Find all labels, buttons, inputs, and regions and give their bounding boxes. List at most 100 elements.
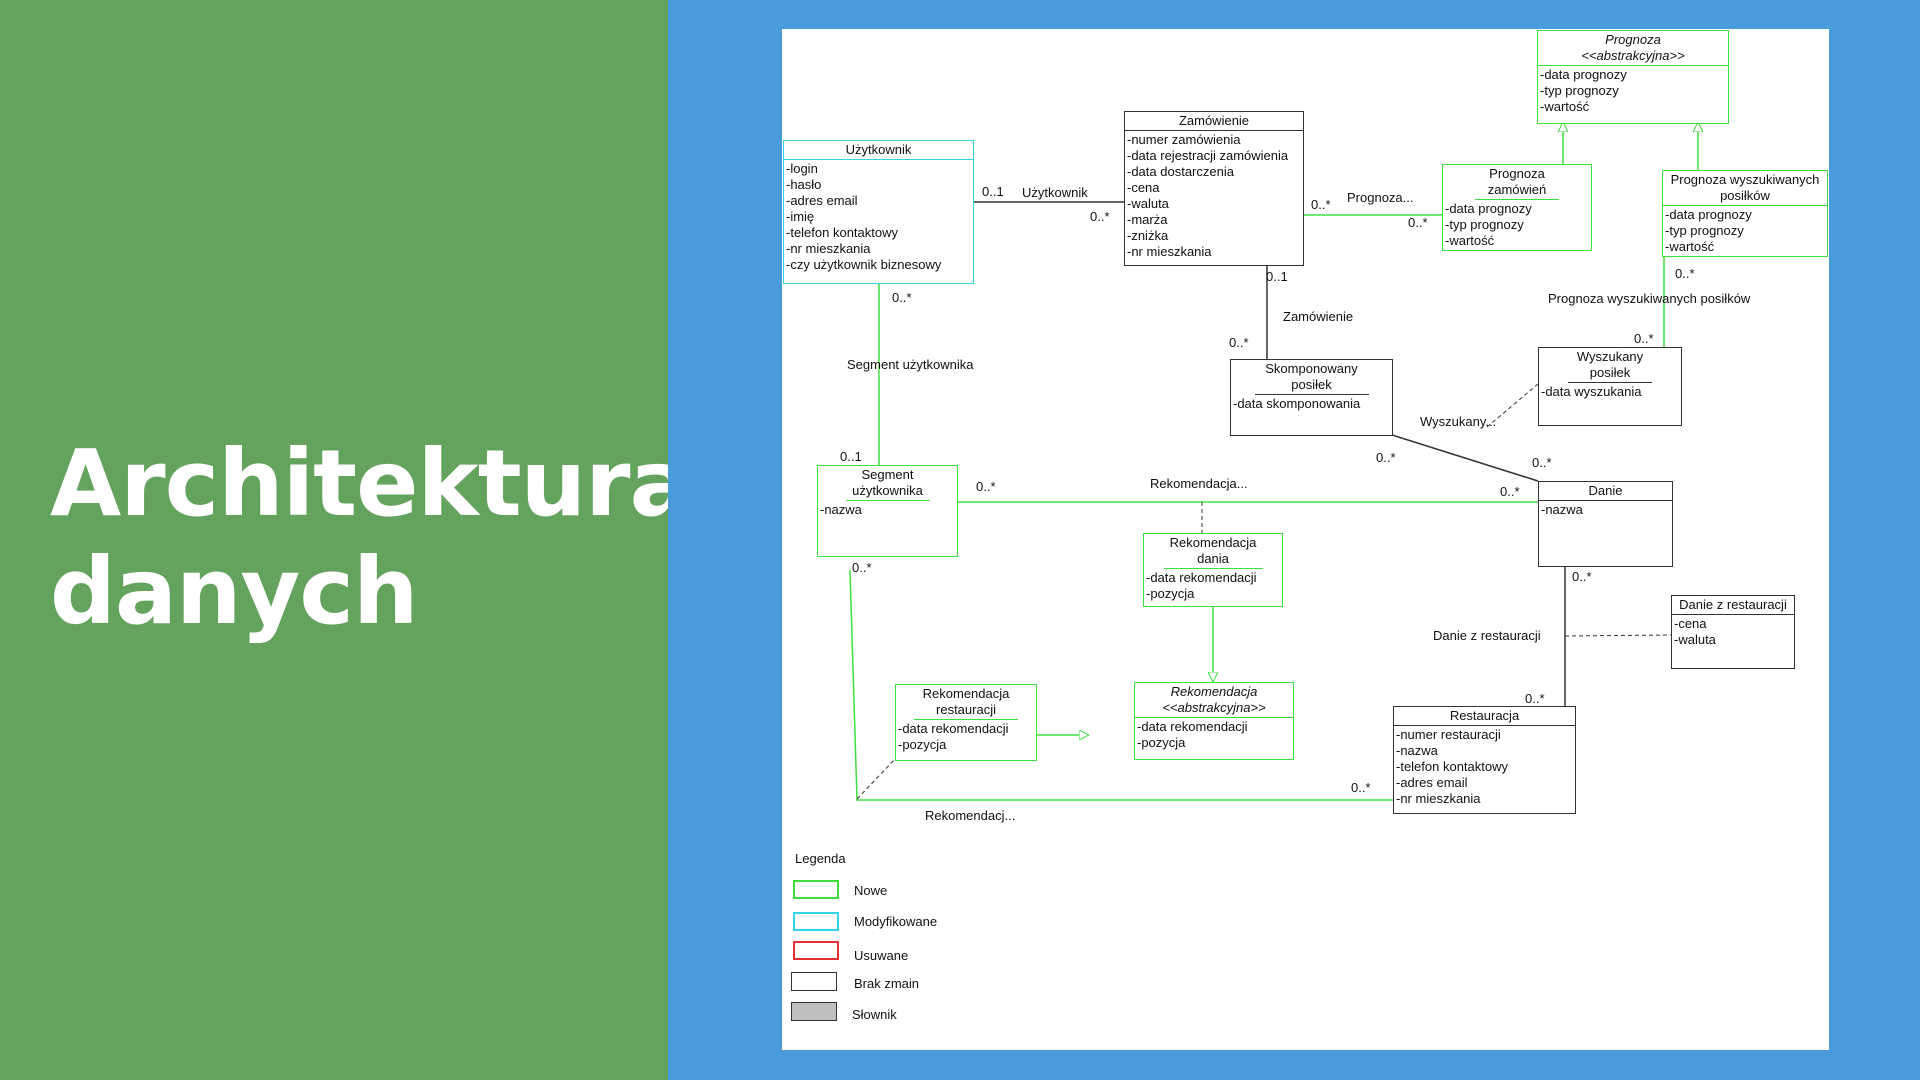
class-attribute: -hasło xyxy=(786,177,822,192)
legend-label-modified: Modyfikowane xyxy=(854,914,938,929)
class-rekomendacja-restauracji[interactable]: Rekomendacja restauracji -data rekomenda… xyxy=(895,684,1037,761)
class-attribute: -cena xyxy=(1127,180,1160,195)
class-stereotype: <<abstrakcyjna>> xyxy=(1581,48,1685,63)
assoc-label-zamowienie: Zamówienie xyxy=(1283,309,1354,324)
assoc-class-rek-rest xyxy=(856,758,896,800)
class-attributes: -nazwa xyxy=(1539,501,1672,519)
multiplicity: 0..1 xyxy=(840,449,862,464)
class-segment-uzytkownika[interactable]: Segment użytkownika -nazwa xyxy=(817,465,958,557)
class-attribute: -pozycja xyxy=(1137,735,1186,750)
class-wyszukany-posilek[interactable]: Wyszukany posiłek -data wyszukania xyxy=(1538,347,1682,426)
class-zamowienie[interactable]: Zamówienie -numer zamówienia-data rejest… xyxy=(1124,111,1304,266)
class-attribute: -typ prognozy xyxy=(1445,217,1524,232)
multiplicity: 0..* xyxy=(1634,331,1654,346)
class-attribute: -wartość xyxy=(1445,233,1495,248)
class-name: Użytkownik xyxy=(784,141,973,160)
class-attributes: -numer restauracji-nazwa-telefon kontakt… xyxy=(1394,726,1575,808)
class-attributes: -data prognozy-typ prognozy-wartość xyxy=(1443,200,1591,250)
class-attribute: -cena xyxy=(1674,616,1707,631)
class-attributes: -cena-waluta xyxy=(1672,615,1794,649)
class-name: Prognoza xyxy=(1605,32,1661,47)
title-line-2: danych xyxy=(50,538,418,645)
class-attributes: -nazwa xyxy=(818,501,957,519)
multiplicity: 0..* xyxy=(1572,569,1592,584)
assoc-segment-restauracja xyxy=(849,569,1393,801)
class-attribute: -numer restauracji xyxy=(1396,727,1501,742)
class-attribute: -typ prognozy xyxy=(1540,83,1619,98)
class-attribute: -data rekomendacji xyxy=(1146,570,1257,585)
class-attribute: -data wyszukania xyxy=(1541,384,1642,399)
multiplicity: 0..* xyxy=(1500,484,1520,499)
assoc-label-danie-z-restauracji: Danie z restauracji xyxy=(1433,628,1541,643)
multiplicity: 0..1 xyxy=(1266,269,1288,284)
class-rekomendacja-dania[interactable]: Rekomendacja dania -data rekomendacji-po… xyxy=(1143,533,1283,607)
class-attribute: -zniżka xyxy=(1127,228,1169,243)
class-name: Prognoza wyszukiwanych posiłków xyxy=(1663,171,1827,206)
class-stereotype: <<abstrakcyjna>> xyxy=(1162,700,1266,715)
legend-swatch-new xyxy=(793,880,839,899)
class-attribute: -pozycja xyxy=(1146,586,1195,601)
assoc-label-rekomendacja-rest: Rekomendacj... xyxy=(925,808,1016,823)
class-danie[interactable]: Danie -nazwa xyxy=(1538,481,1673,567)
class-attributes: -data skomponowania xyxy=(1231,395,1392,413)
class-attribute: -telefon kontaktowy xyxy=(1396,759,1509,774)
class-name: Restauracja xyxy=(1394,707,1575,726)
title-line-1: Architektura xyxy=(50,430,692,537)
class-rekomendacja[interactable]: Rekomendacja<<abstrakcyjna>> -data rekom… xyxy=(1134,682,1294,760)
legend-swatch-modified xyxy=(793,912,839,931)
multiplicity: 0..* xyxy=(852,560,872,575)
multiplicity: 0..* xyxy=(1090,209,1110,224)
assoc-class-danie-z-rest xyxy=(1564,634,1672,637)
class-attribute: -adres email xyxy=(786,193,858,208)
legend-swatch-removed xyxy=(793,941,839,960)
class-attributes: -data wyszukania xyxy=(1539,383,1681,401)
class-attribute: -numer zamówienia xyxy=(1127,132,1241,147)
class-name: Zamówienie xyxy=(1125,112,1303,131)
class-attributes: -data prognozy-typ prognozy-wartość xyxy=(1538,66,1728,116)
legend-label-removed: Usuwane xyxy=(854,948,909,963)
legend-label-new: Nowe xyxy=(854,883,888,898)
legend-label-unchanged: Brak zmain xyxy=(854,976,920,991)
class-danie-z-restauracji[interactable]: Danie z restauracji -cena-waluta xyxy=(1671,595,1795,669)
class-attribute: -nazwa xyxy=(820,502,862,517)
class-attributes: -data rekomendacji-pozycja xyxy=(1144,569,1282,603)
class-name: Prognoza zamówień xyxy=(1475,165,1559,200)
legend-swatch-unchanged xyxy=(791,972,837,991)
class-attribute: -typ prognozy xyxy=(1665,223,1744,238)
class-attribute: -waluta xyxy=(1674,632,1716,647)
class-uzytkownik[interactable]: Użytkownik -login-hasło-adres email-imię… xyxy=(783,140,974,284)
legend-label-dictionary: Słownik xyxy=(852,1007,897,1022)
class-prognoza[interactable]: Prognoza<<abstrakcyjna>> -data prognozy-… xyxy=(1537,30,1729,124)
class-prognoza-wyszukiwanych[interactable]: Prognoza wyszukiwanych posiłków -data pr… xyxy=(1662,170,1828,257)
multiplicity: 0..* xyxy=(1376,450,1396,465)
class-restauracja[interactable]: Restauracja -numer restauracji-nazwa-tel… xyxy=(1393,706,1576,814)
title-panel: Architektura danych xyxy=(0,0,692,1080)
class-name: Rekomendacja restauracji xyxy=(914,685,1018,720)
class-attributes: -data rekomendacji-pozycja xyxy=(896,720,1036,754)
class-skomponowany-posilek[interactable]: Skomponowany posiłek -data skomponowania xyxy=(1230,359,1393,436)
class-attribute: -nr mieszkania xyxy=(1127,244,1212,259)
class-attributes: -data prognozy-typ prognozy-wartość xyxy=(1663,206,1827,256)
class-attributes: -numer zamówienia-data rejestracji zamów… xyxy=(1125,131,1303,261)
class-attribute: -nr mieszkania xyxy=(1396,791,1481,806)
class-attribute: -data dostarczenia xyxy=(1127,164,1234,179)
class-attribute: -imię xyxy=(786,209,815,224)
class-name: Segment użytkownika xyxy=(845,466,930,501)
assoc-label-wyszukany: Wyszukany... xyxy=(1420,414,1497,429)
class-attributes: -login-hasło-adres email-imię-telefon ko… xyxy=(784,160,973,274)
multiplicity: 0..1 xyxy=(982,184,1004,199)
legend-swatch-dictionary xyxy=(791,1002,837,1021)
multiplicity: 0..* xyxy=(1408,215,1428,230)
class-attribute: -data rekomendacji xyxy=(898,721,1009,736)
class-attribute: -data rekomendacji xyxy=(1137,719,1248,734)
class-attribute: -data rejestracji zamówienia xyxy=(1127,148,1289,163)
class-prognoza-zamowien[interactable]: Prognoza zamówień -data prognozy-typ pro… xyxy=(1442,164,1592,251)
assoc-label-prognoza: Prognoza... xyxy=(1347,190,1414,205)
class-attribute: -wartość xyxy=(1540,99,1590,114)
multiplicity: 0..* xyxy=(1525,691,1545,706)
class-attribute: -waluta xyxy=(1127,196,1169,211)
multiplicity: 0..* xyxy=(976,479,996,494)
class-name: Rekomendacja dania xyxy=(1163,534,1263,569)
class-attribute: -marża xyxy=(1127,212,1168,227)
multiplicity: 0..* xyxy=(1532,455,1552,470)
